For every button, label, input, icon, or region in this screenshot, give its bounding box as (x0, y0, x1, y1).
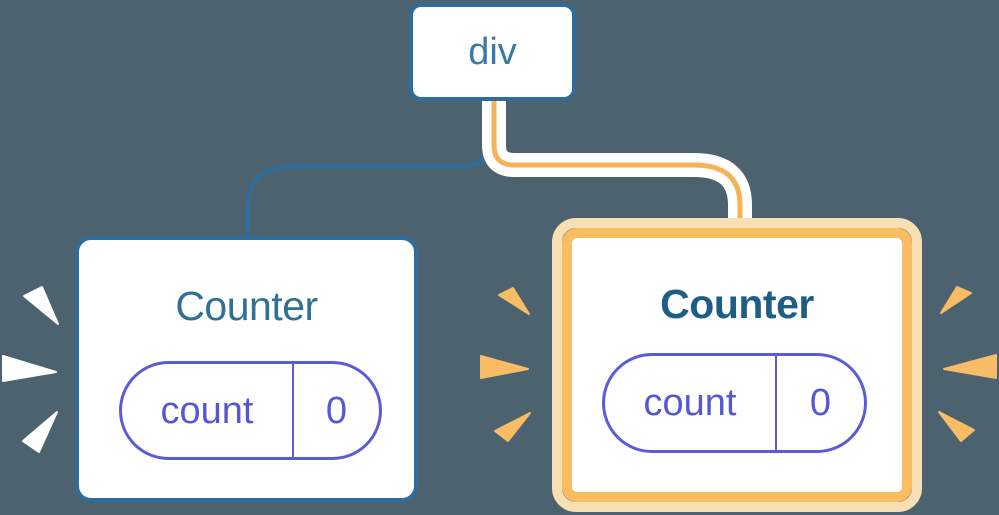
burst-right-bottom-icon (938, 411, 975, 442)
burst-left-bottom-icon (22, 411, 58, 453)
counter-right-title: Counter (660, 281, 814, 327)
edge-div-to-right-counter (491, 99, 743, 226)
state-value: 0 (292, 364, 379, 457)
burst-mid-top-icon (498, 287, 530, 315)
state-value: 0 (775, 356, 864, 450)
burst-mid-middle-icon (480, 355, 529, 379)
state-key-label: count (643, 382, 737, 424)
counter-right-state-pill: count 0 (602, 353, 867, 453)
root-node-div: div (409, 3, 576, 101)
root-node-label: div (468, 31, 517, 73)
edge-div-to-left-counter (246, 99, 488, 240)
counter-left-state-pill: count 0 (119, 361, 382, 460)
state-key-label: count (160, 389, 254, 432)
burst-mid-bottom-icon (494, 412, 531, 442)
edge-div-to-right-counter-outline-icon (482, 99, 752, 226)
burst-left-middle-icon (2, 355, 57, 382)
counter-node-left: Counter count 0 (75, 236, 418, 502)
counter-node-right-highlighted: Counter count 0 (552, 218, 922, 512)
burst-right-top-icon (940, 286, 972, 314)
burst-right-middle-icon (943, 354, 997, 379)
burst-left-top-icon (23, 286, 59, 325)
counter-left-title: Counter (175, 283, 318, 329)
